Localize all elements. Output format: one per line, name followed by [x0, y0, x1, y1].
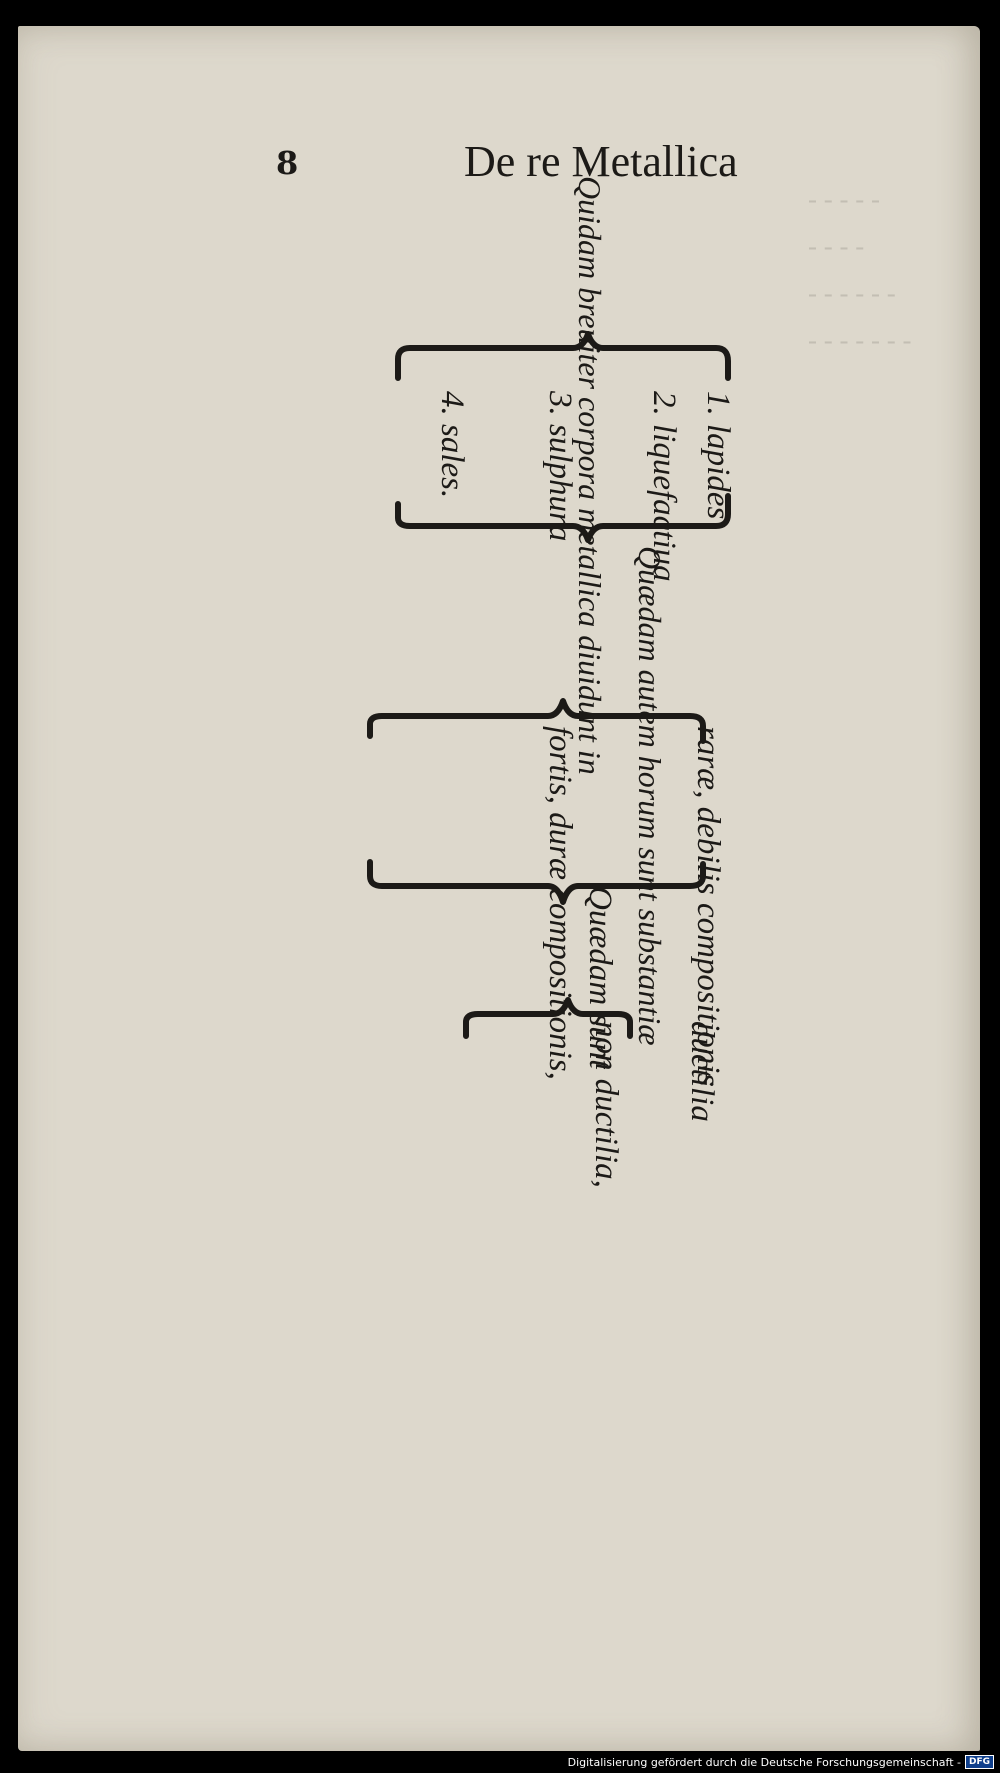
group2-subhead-2-text: fortis, duræ compositionis,: [542, 726, 578, 1080]
brace-group1-top: [395, 331, 731, 381]
book-page: 8 De re Metallica - - - - - - - - - - - …: [18, 26, 980, 1751]
bleed-through-text: - - - - - - - - - - - - - - - - - - - - …: [808, 184, 912, 355]
credit-text: Digitalisierung gefördert durch die Deut…: [567, 1755, 961, 1769]
brace-group2-top: [367, 698, 706, 744]
brace-group1-bottom: [395, 493, 731, 543]
page-number: 8: [276, 144, 299, 182]
digitization-credit: Digitalisierung gefördert durch die Deut…: [568, 1755, 994, 1769]
bracket-diagram: [367, 331, 731, 1039]
group1-item-3-text: 3. sulphura: [542, 391, 578, 542]
brace-group3: [463, 997, 633, 1039]
group1-item-2-text: 2. liquefactiua: [646, 391, 682, 582]
group3-item-2-text: non ductilia,: [588, 1021, 624, 1188]
dfg-logo: DFG: [964, 1755, 994, 1769]
brace-group2-bottom: [367, 859, 706, 905]
group3-item-1-text: ductilia: [684, 1021, 720, 1122]
group3-heading-text: Quædam sunt: [582, 886, 618, 1069]
group1-item-1-text: 1. lapides: [700, 391, 736, 520]
running-title: De re Metallica: [464, 137, 738, 186]
group2-heading-text: Quædam autem horum sunt substantiæ: [632, 546, 668, 1046]
group1-item-4-text: 4. sales.: [434, 391, 470, 499]
root-heading-text: Quidam breuiter corpora metallica diuidu…: [572, 176, 608, 775]
group2-subhead-1-text: raræ, debilis compositionis: [690, 726, 726, 1087]
